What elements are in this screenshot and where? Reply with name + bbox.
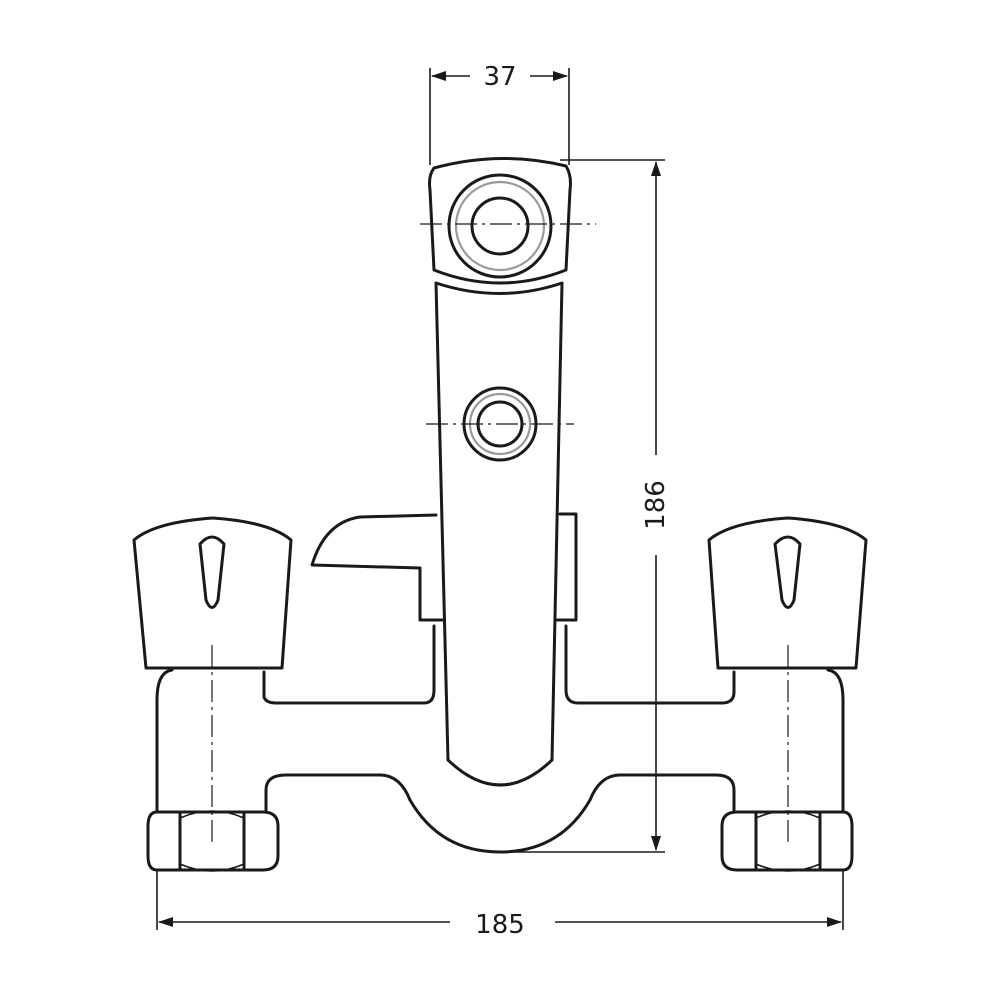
dimension-label-top-width: 37 <box>483 62 516 92</box>
spout-column <box>434 281 564 787</box>
outlet-ring-outer <box>447 173 553 279</box>
body-left-outer <box>155 668 174 814</box>
right-handle <box>707 516 868 845</box>
body-bottom-ubend <box>264 773 736 854</box>
outlet-ring-inner <box>470 196 530 256</box>
right-nut-curve-top <box>755 810 821 819</box>
left-handle-knob <box>132 516 293 670</box>
body-top-left <box>262 624 436 705</box>
dimension-label-overall-width: 185 <box>475 910 525 940</box>
lever-right <box>554 512 578 622</box>
arrowhead-right <box>553 71 568 81</box>
arrowhead-left <box>431 71 446 81</box>
diverter-lever <box>310 512 578 622</box>
lever-left <box>310 513 444 622</box>
left-connection-nut <box>146 810 280 872</box>
right-nut-outline <box>720 810 854 872</box>
right-connection-nut <box>720 810 854 872</box>
body-right-outer <box>826 668 845 814</box>
spout-body <box>420 157 596 787</box>
left-handle-marker <box>198 535 226 609</box>
left-nut-curve-bottom <box>179 863 245 872</box>
left-nut-curve-top <box>179 810 245 819</box>
spout-head <box>428 157 572 285</box>
outlet-ring-mid <box>454 180 546 272</box>
right-nut-curve-bottom <box>755 863 821 872</box>
left-handle <box>132 516 293 845</box>
dimension-height: 186 <box>500 159 671 853</box>
right-handle-marker <box>773 535 802 609</box>
arrowhead-bottom <box>651 836 661 851</box>
body-top-right <box>564 624 736 705</box>
arrowhead-left <box>158 917 173 927</box>
dimension-overall-width: 185 <box>156 870 844 940</box>
mixer-body <box>155 624 845 854</box>
dimension-top-width: 37 <box>429 62 570 165</box>
arrowhead-right <box>827 917 842 927</box>
right-handle-knob <box>707 516 868 670</box>
dimension-label-height: 186 <box>641 480 671 530</box>
left-nut-outline <box>146 810 280 872</box>
arrowhead-top <box>651 161 661 176</box>
